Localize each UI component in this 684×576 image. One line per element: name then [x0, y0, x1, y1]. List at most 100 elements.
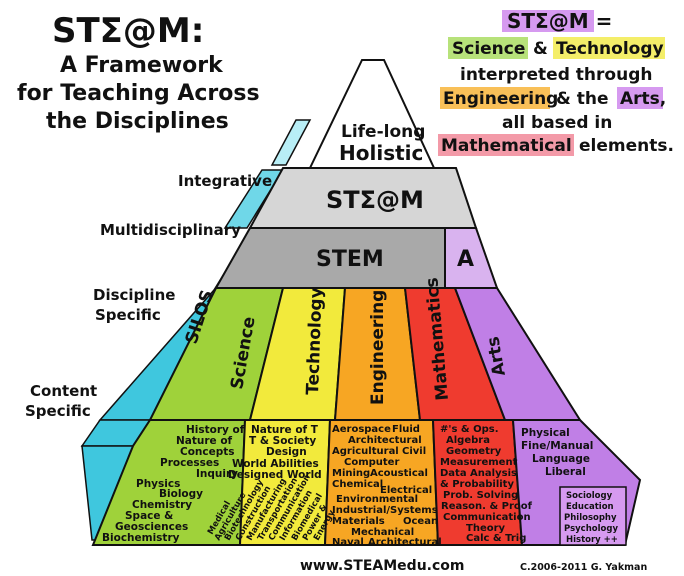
content-mathematics-4-text: Data Analysis [440, 468, 517, 479]
content-science-9-text: Geosciences [115, 521, 188, 533]
hl-technology [553, 37, 665, 59]
content-science-text: History of Nature of Concepts Processes … [102, 424, 245, 544]
def-mathematical: Mathematical [441, 136, 572, 156]
content-science-8-text: Space & [125, 510, 173, 522]
def-and-the: & the [556, 89, 609, 109]
content-arts-0-text: Physical [521, 427, 570, 439]
def-amp: & [533, 39, 548, 59]
content-engineering-6-text: Mining [332, 468, 370, 479]
level-discipline-1: Discipline [93, 286, 175, 304]
title-logo: STΣ@M: [52, 11, 204, 51]
content-mathematics-6-text: Prob. Solving [443, 490, 518, 501]
tier-labels: Life-long Holistic STΣ@M STEM A [316, 122, 474, 272]
content-engineering-text: Aerospace Fluid Architectural Agricultur… [332, 424, 442, 548]
content-science-0-text: History of [186, 424, 245, 436]
content-technology_top-3-text: World Abilities [232, 458, 319, 470]
definition-block: STΣ@M = Science & Technology interpreted… [438, 9, 674, 156]
level-content-2: Specific [25, 402, 91, 420]
content-engineering-16-text: Architectural [368, 537, 442, 548]
content-mathematics-8-text: Communication [443, 512, 531, 523]
level-integrative: Integrative [178, 172, 272, 190]
content-arts_box-0-text: Sociology [566, 491, 613, 501]
footer-url[interactable]: www.STEAMedu.com [300, 558, 465, 574]
content-engineering-15-text: Naval [332, 537, 364, 548]
content-mathematics-10-text: Calc & Trig [466, 533, 526, 544]
content-mathematics-3-text: Measurement [440, 457, 518, 468]
content-engineering-11-text: Industrial/Systems [332, 505, 438, 516]
content-science-6-text: Biology [159, 488, 203, 500]
content-arts-box-text: Sociology Education Philosophy Psycholog… [564, 491, 618, 545]
content-engineering-3-text: Agricultural [332, 446, 399, 457]
def-technology: Technology [556, 39, 664, 59]
content-science-1-text: Nature of [176, 435, 233, 447]
content-arts_box-2-text: Philosophy [564, 513, 617, 523]
content-mathematics-1-text: Algebra [446, 435, 490, 446]
content-engineering-12-text: Materials [332, 516, 385, 527]
content-engineering-13-text: Ocean [403, 516, 438, 527]
content-arts-3-text: Liberal [545, 466, 586, 478]
content-arts_box-1-text: Education [566, 502, 614, 512]
content-engineering-9-text: Electrical [380, 485, 432, 496]
content-mathematics-text: #'s & Ops. Algebra Geometry Measurement … [440, 424, 533, 544]
content-science-4-text: Inquiry [196, 468, 238, 480]
title-line3: the Disciplines [46, 109, 229, 134]
content-mathematics-0-text: #'s & Ops. [440, 424, 499, 435]
hl-engineering [440, 87, 550, 109]
content-arts_box-3-text: Psychology [564, 524, 618, 534]
content-arts-box [559, 486, 627, 546]
content-engineering-1-text: Fluid [392, 424, 420, 435]
def-arts: Arts, [620, 89, 666, 109]
tier-top-line1: Life-long [341, 122, 425, 142]
label-engineering: Engineering [368, 290, 388, 405]
hl-science [448, 37, 528, 59]
content-science-7-text: Chemistry [132, 499, 192, 511]
content-mathematics-2-text: Geometry [446, 446, 502, 457]
content-arts-text: Physical Fine/Manual Language Liberal [521, 427, 593, 478]
content-technology-slanted: Medical Agriculture Biotechnology Constr… [206, 473, 338, 542]
content-technology_top-4-text: Designed World [228, 469, 322, 481]
tier-top-line2: Holistic [339, 141, 423, 165]
content-arts-1-text: Fine/Manual [521, 440, 593, 452]
tier-steam-label: STΣ@M [326, 186, 424, 214]
content-arts-2-text: Language [532, 453, 590, 465]
title-line1: A Framework [60, 53, 224, 78]
content-engineering-0-text: Aerospace [332, 424, 391, 435]
def-line1: STΣ@M = [507, 9, 612, 33]
def-science: Science [452, 39, 525, 59]
content-mathematics-9-text: Theory [466, 523, 506, 534]
def-line3: interpreted through [460, 65, 652, 85]
pyramid [80, 59, 642, 546]
title-line2: for Teaching Across [17, 81, 260, 106]
level-multidisciplinary: Multidisciplinary [100, 221, 241, 239]
content-engineering-14-text: Mechanical [351, 527, 414, 538]
content-technology_top-2-text: Design [266, 446, 307, 458]
def-line5: all based in [502, 113, 612, 133]
footer-copyright: C.2006-2011 G. Yakman [520, 562, 647, 573]
def-elements: elements. [579, 136, 674, 156]
title-block: STΣ@M: A Framework for Teaching Across t… [17, 11, 260, 134]
tier-stem-label: STEM [316, 247, 384, 272]
level-discipline-2: Specific [95, 306, 161, 324]
level-content-1: Content [30, 382, 97, 400]
content-engineering-10-text: Environmental [336, 494, 418, 505]
silos-band-top [270, 119, 312, 166]
content-science-2-text: Concepts [180, 446, 235, 458]
content-engineering-2-text: Architectural [348, 435, 422, 446]
content-mathematics-5-text: & Probability [440, 479, 514, 490]
level-labels: Integrative Multidisciplinary Discipline… [25, 172, 272, 420]
content-engineering-8-text: Chemical [332, 479, 383, 490]
label-technology: Technology [303, 287, 327, 395]
hl-mathematical [438, 134, 574, 156]
content-engineering-7-text: Acoustical [370, 468, 428, 479]
content-technology_top-0-text: Nature of T [251, 424, 319, 436]
content-arts_box-4-text: History ++ [566, 535, 618, 545]
content-engineering-5-text: Computer [344, 457, 399, 468]
content-science-3-text: Processes [160, 457, 219, 469]
content-technology-text: Nature of T T & Society Design World Abi… [228, 424, 322, 481]
content-mathematics-7-text: Reason. & Proof [441, 501, 533, 512]
content-science-5-text: Physics [136, 478, 180, 490]
tier-a-label: A [457, 247, 474, 272]
def-engineering: Engineering [443, 89, 558, 109]
hl-steam [502, 10, 594, 32]
